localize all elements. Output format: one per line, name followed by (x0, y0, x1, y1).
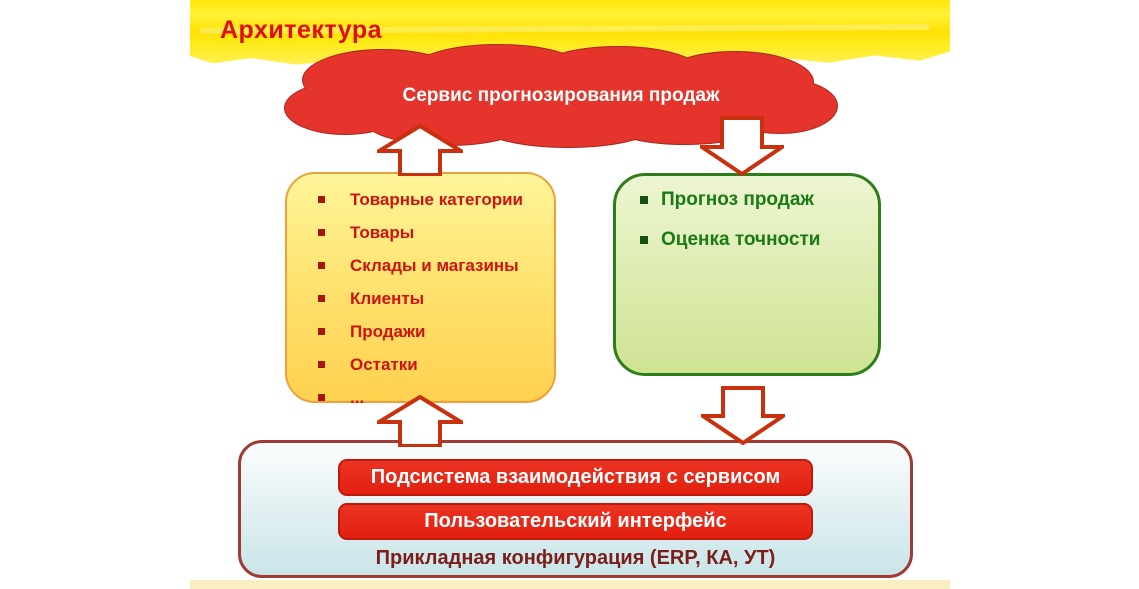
service-cloud (284, 44, 838, 148)
list-item: Товарные категории (287, 183, 554, 216)
service-cloud-label: Сервис прогнозирования продаж (402, 85, 720, 106)
list-item-label: ... (350, 387, 365, 407)
forecast-result-list: Прогноз продаж Оценка точности (616, 176, 878, 260)
arrow-up-platform-to-source-icon (377, 395, 463, 447)
footer-strip (190, 580, 950, 589)
list-item-label: Остатки (350, 354, 418, 374)
list-item-label: Товарные категории (350, 189, 523, 209)
forecast-result-box: Прогноз продаж Оценка точности (613, 173, 881, 376)
user-interface-block: Пользовательский интерфейс (338, 503, 813, 540)
square-bullet-icon (318, 394, 325, 401)
list-item: Остатки (287, 348, 554, 381)
service-subsystem-block: Подсистема взаимодействия с сервисом (338, 459, 813, 496)
list-item: Клиенты (287, 282, 554, 315)
list-item-label: Оценка точности (661, 229, 821, 250)
list-item: Прогноз продаж (616, 180, 878, 220)
list-item-label: Склады и магазины (350, 255, 519, 275)
square-bullet-icon (640, 196, 648, 204)
square-bullet-icon (318, 262, 325, 269)
square-bullet-icon (640, 236, 648, 244)
square-bullet-icon (318, 361, 325, 368)
list-item-label: Прогноз продаж (661, 189, 814, 210)
list-item: ... (287, 381, 554, 414)
square-bullet-icon (318, 328, 325, 335)
list-item: Продажи (287, 315, 554, 348)
square-bullet-icon (318, 295, 325, 302)
square-bullet-icon (318, 196, 325, 203)
list-item: Оценка точности (616, 220, 878, 260)
source-data-list: Товарные категории Товары Склады и магаз… (287, 174, 554, 414)
arrow-down-cloud-to-result-icon (700, 116, 784, 176)
slide-title: Архитектура (220, 16, 383, 44)
source-data-box: Товарные категории Товары Склады и магаз… (285, 172, 556, 407)
list-item-label: Продажи (350, 321, 426, 341)
panel-caption: Прикладная конфигурация (ERP, КА, УТ) (375, 547, 776, 569)
arrow-up-source-to-cloud-icon (377, 124, 463, 176)
list-item-label: Товары (350, 222, 415, 242)
list-item: Товары (287, 216, 554, 249)
square-bullet-icon (318, 229, 325, 236)
list-item-label: Клиенты (350, 288, 425, 308)
list-item: Склады и магазины (287, 249, 554, 282)
application-configuration-panel: Подсистема взаимодействия с сервисом Пол… (238, 440, 913, 578)
arrow-down-result-to-platform-icon (701, 386, 785, 445)
